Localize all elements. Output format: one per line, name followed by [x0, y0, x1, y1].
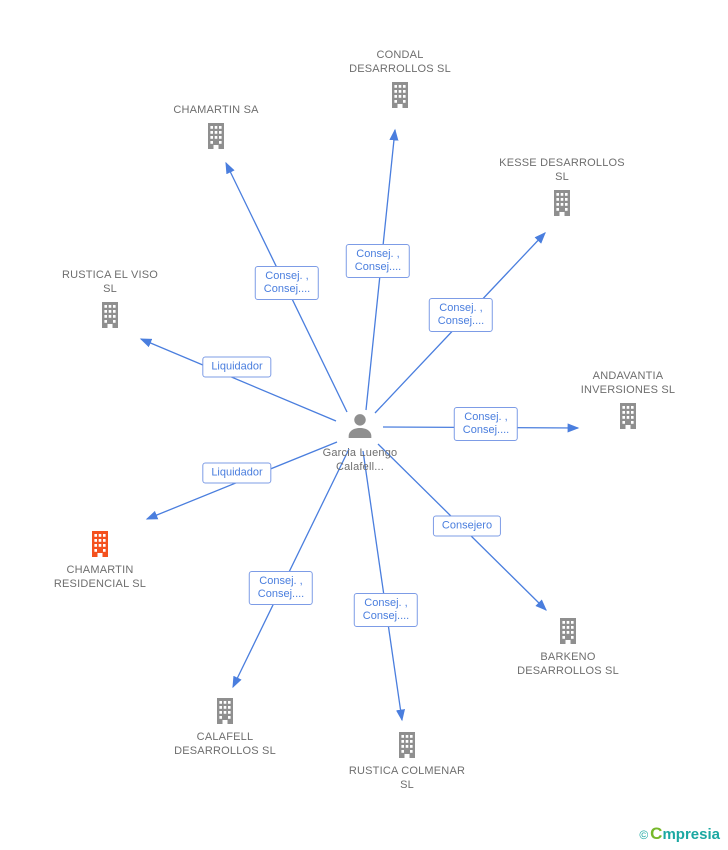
company-node-calafell-desarrollos[interactable]: CALAFELL DESARROLLOS SL: [160, 697, 290, 758]
company-label: RUSTICA COLMENAR SL: [348, 765, 466, 791]
edge-label-barkeno[interactable]: Consejero: [432, 515, 502, 537]
edge-line-rustica-colmenar: [362, 450, 406, 722]
edge-label-calafell[interactable]: Consej. , Consej....: [248, 571, 314, 605]
building-icon: [616, 402, 640, 430]
company-label: RUSTICA EL VISO SL: [61, 269, 159, 295]
edge-label-andavantia[interactable]: Consej. , Consej....: [453, 407, 519, 441]
copyright-symbol: ©: [639, 828, 649, 842]
company-label: CALAFELL DESARROLLOS SL: [174, 731, 276, 757]
building-icon: [98, 301, 122, 329]
company-node-rustica-colmenar[interactable]: RUSTICA COLMENAR SL: [342, 731, 472, 792]
building-icon: [388, 81, 412, 109]
company-label: KESSE DESARROLLOS SL: [499, 157, 625, 183]
edge-line-rustica-el-viso: [139, 338, 337, 422]
building-icon: [204, 122, 228, 150]
brand-initial: C: [650, 824, 663, 843]
company-node-chamartin-sa[interactable]: CHAMARTIN SA: [151, 103, 281, 150]
company-label: CHAMARTIN RESIDENCIAL SL: [53, 564, 147, 590]
company-label: CHAMARTIN SA: [173, 104, 259, 116]
building-icon: [550, 189, 574, 217]
company-node-chamartin-residencial[interactable]: CHAMARTIN RESIDENCIAL SL: [50, 530, 150, 591]
brand-rest: mpresia: [662, 826, 720, 843]
building-icon: [395, 731, 419, 759]
edge-label-chamartin-residencial[interactable]: Liquidador: [202, 462, 272, 484]
company-node-condal-desarrollos[interactable]: CONDAL DESARROLLOS SL: [335, 48, 465, 109]
edge-label-rustica-el-viso[interactable]: Liquidador: [202, 356, 272, 378]
edge-line-calafell: [232, 448, 350, 689]
company-label: CONDAL DESARROLLOS SL: [349, 49, 451, 75]
person-node-garcia-luengo-calafell[interactable]: Garcia Luengo Calafell...: [321, 410, 399, 474]
building-icon: [556, 617, 580, 645]
company-node-andavantia-inversiones[interactable]: ANDAVANTIA INVERSIONES SL: [563, 369, 693, 430]
company-node-rustica-el-viso[interactable]: RUSTICA EL VISO SL: [55, 268, 165, 329]
person-icon: [344, 410, 376, 442]
empresia-logo[interactable]: ©Cmpresia: [639, 824, 720, 844]
company-label: BARKENO DESARROLLOS SL: [517, 651, 619, 677]
company-node-kesse-desarrollos[interactable]: KESSE DESARROLLOS SL: [497, 156, 627, 217]
edge-label-rustica-colmenar[interactable]: Consej. , Consej....: [353, 593, 419, 627]
person-label: Garcia Luengo Calafell...: [322, 447, 398, 473]
company-label: ANDAVANTIA INVERSIONES SL: [580, 370, 676, 396]
building-icon: [213, 697, 237, 725]
edge-label-chamartin-sa[interactable]: Consej. , Consej....: [254, 266, 320, 300]
edge-label-kesse[interactable]: Consej. , Consej....: [428, 298, 494, 332]
edge-label-condal[interactable]: Consej. , Consej....: [345, 244, 411, 278]
building-icon: [88, 530, 112, 558]
company-node-barkeno-desarrollos[interactable]: BARKENO DESARROLLOS SL: [503, 617, 633, 678]
